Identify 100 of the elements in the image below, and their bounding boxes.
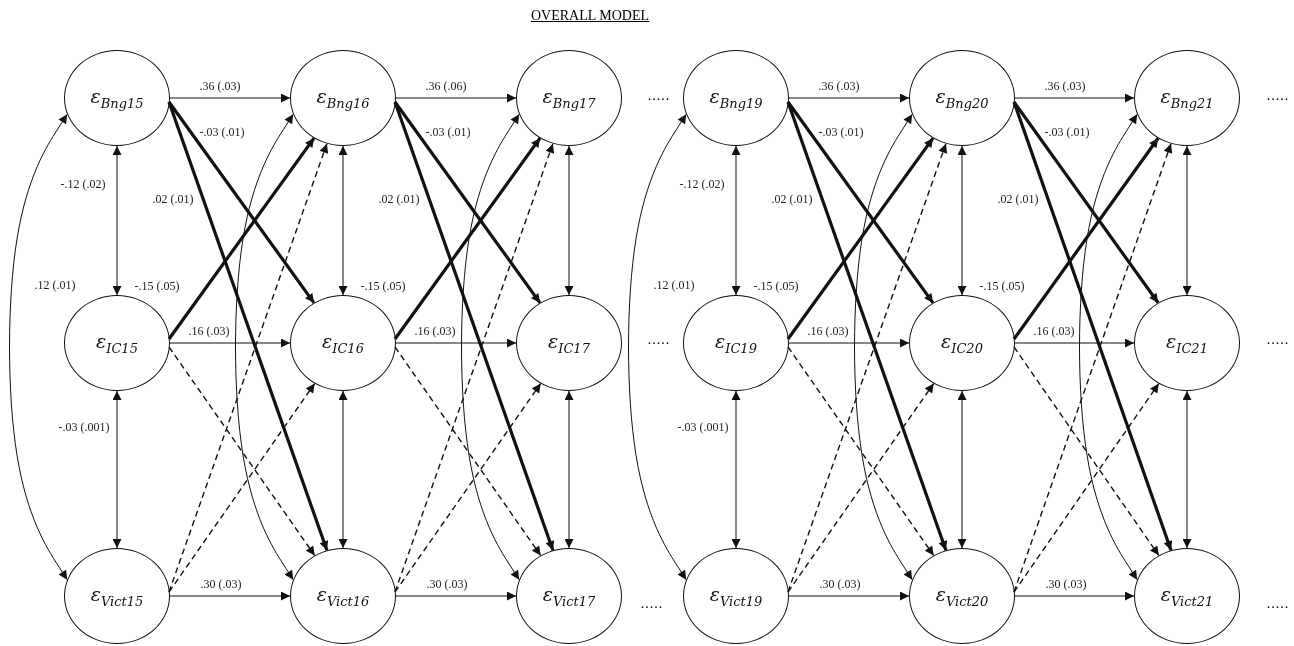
double-headed-arrow xyxy=(731,390,741,549)
double-headed-arrow xyxy=(1182,390,1192,549)
double-headed-arrow xyxy=(628,113,687,581)
edge-label: -.12 (.02) xyxy=(678,177,726,191)
node-label: ε$_{Bng17}$ xyxy=(542,85,596,111)
edge-label: -.03 (.001) xyxy=(676,420,730,434)
arrow xyxy=(167,101,329,551)
edge-label: .02 (.01) xyxy=(770,192,814,206)
arrow xyxy=(787,93,910,103)
edge-label: .02 (.01) xyxy=(377,192,421,206)
edge-label: .36 (.06) xyxy=(424,79,468,93)
double-headed-arrow xyxy=(112,390,122,549)
edge-label: .30 (.03) xyxy=(818,577,862,591)
arrow xyxy=(394,382,542,593)
arrow xyxy=(787,591,910,601)
arrow xyxy=(787,338,910,348)
node-label: ε$_{Vict19}$ xyxy=(709,583,763,609)
edge-label: -.03 (.01) xyxy=(424,125,472,139)
arrow xyxy=(394,93,517,103)
node-label: ε$_{Vict16}$ xyxy=(316,583,370,609)
arrow xyxy=(786,101,948,551)
node-label: ε$_{Bng16}$ xyxy=(316,85,370,111)
arrow xyxy=(393,101,555,551)
edge-label: .36 (.03) xyxy=(198,79,242,93)
edge-label: .36 (.03) xyxy=(1043,79,1087,93)
edge-label: .02 (.01) xyxy=(151,192,195,206)
edge-label: .36 (.03) xyxy=(817,79,861,93)
arrow xyxy=(787,382,935,593)
arrow xyxy=(168,382,316,593)
edge-label: -.12 (.02) xyxy=(59,177,107,191)
continuation-dots: ..... xyxy=(640,596,664,612)
node-label: ε$_{Bng21}$ xyxy=(1160,85,1214,111)
double-headed-arrow xyxy=(235,113,294,581)
node-label: ε$_{Vict21}$ xyxy=(1160,583,1214,609)
double-headed-arrow xyxy=(957,145,967,296)
node-label: ε$_{IC15}$ xyxy=(96,330,138,356)
node-label: ε$_{IC19}$ xyxy=(715,330,757,356)
arrow xyxy=(394,591,517,601)
continuation-dots: ..... xyxy=(1266,88,1290,104)
double-headed-arrow xyxy=(112,145,122,296)
node-label: ε$_{IC21}$ xyxy=(1166,330,1208,356)
arrow xyxy=(394,346,542,557)
arrow xyxy=(168,346,316,557)
node-label: ε$_{IC16}$ xyxy=(322,330,364,356)
double-headed-arrow xyxy=(957,390,967,549)
edge-label: .30 (.03) xyxy=(1044,577,1088,591)
node-label: ε$_{Vict15}$ xyxy=(90,583,144,609)
edge-label: .02 (.01) xyxy=(996,192,1040,206)
double-headed-arrow xyxy=(461,113,520,581)
continuation-dots: ..... xyxy=(1266,596,1290,612)
continuation-dots: ..... xyxy=(647,332,671,348)
edge-label: .16 (.03) xyxy=(806,324,850,338)
edge-label: -.15 (.05) xyxy=(359,279,407,293)
double-headed-arrow xyxy=(1079,113,1138,581)
edge-label: -.03 (.01) xyxy=(817,125,865,139)
arrow xyxy=(393,137,542,340)
diagram-title: OVERALL MODEL xyxy=(530,8,650,24)
edge-label: .12 (.01) xyxy=(33,278,77,292)
node-label: ε$_{Vict17}$ xyxy=(542,583,596,609)
node-label: ε$_{IC20}$ xyxy=(941,330,983,356)
double-headed-arrow xyxy=(338,390,348,549)
double-headed-arrow xyxy=(854,113,913,581)
edge-label: .30 (.03) xyxy=(425,577,469,591)
node-label: ε$_{Bng19}$ xyxy=(709,85,763,111)
continuation-dots: ..... xyxy=(1266,332,1290,348)
arrow xyxy=(786,137,935,340)
edge-label: .12 (.01) xyxy=(652,278,696,292)
double-headed-arrow xyxy=(9,113,68,581)
edge-label: -.15 (.05) xyxy=(752,279,800,293)
arrow xyxy=(167,137,316,340)
arrow xyxy=(1012,137,1160,340)
edge-label: .16 (.03) xyxy=(1032,324,1076,338)
arrow xyxy=(168,93,291,103)
edge-label: .16 (.03) xyxy=(187,324,231,338)
double-headed-arrow xyxy=(731,145,741,296)
arrow xyxy=(1013,382,1160,593)
edge-label: -.03 (.001) xyxy=(57,420,111,434)
edge-label: .30 (.03) xyxy=(199,577,243,591)
arrow xyxy=(168,338,291,348)
double-headed-arrow xyxy=(564,145,574,296)
arrow xyxy=(1013,338,1135,348)
double-headed-arrow xyxy=(1182,145,1192,296)
arrow xyxy=(1013,591,1135,601)
double-headed-arrow xyxy=(338,145,348,296)
continuation-dots: ..... xyxy=(647,88,671,104)
node-label: ε$_{Bng15}$ xyxy=(90,85,144,111)
double-headed-arrow xyxy=(564,390,574,549)
edge-label: .16 (.03) xyxy=(413,324,457,338)
node-label: ε$_{IC17}$ xyxy=(548,330,590,356)
arrow xyxy=(1013,346,1160,557)
edge-label: -.15 (.05) xyxy=(978,279,1026,293)
edge-label: -.03 (.01) xyxy=(198,125,246,139)
arrow xyxy=(787,346,935,557)
arrow xyxy=(1013,93,1135,103)
edge-label: -.03 (.01) xyxy=(1043,125,1091,139)
arrow xyxy=(1012,101,1173,551)
node-label: ε$_{Vict20}$ xyxy=(935,583,989,609)
arrow xyxy=(394,338,517,348)
arrow xyxy=(168,591,291,601)
node-label: ε$_{Bng20}$ xyxy=(935,85,989,111)
